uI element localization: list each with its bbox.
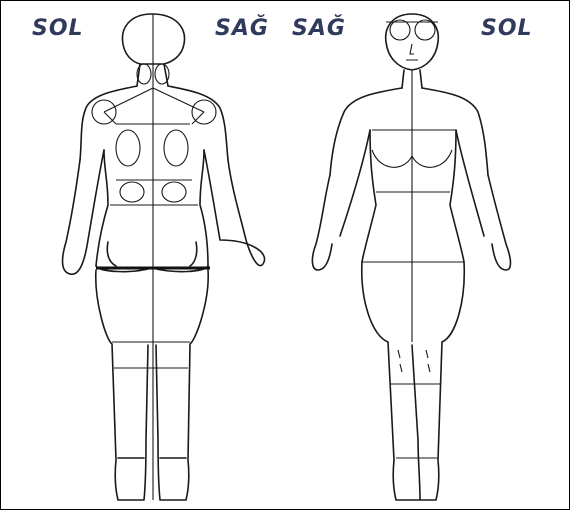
back-scapula-lines	[104, 88, 204, 124]
front-right-arm	[456, 130, 511, 270]
front-left-arm	[312, 130, 370, 270]
front-legs	[362, 262, 464, 500]
back-lower-circle-left	[120, 182, 144, 202]
back-legs	[96, 270, 208, 500]
front-figure	[312, 14, 510, 500]
front-head-circle-left	[390, 20, 410, 40]
back-torso-outline	[80, 86, 228, 266]
front-torso-outline	[330, 88, 488, 262]
front-head-circle-right	[415, 20, 435, 40]
back-figure	[63, 14, 265, 500]
front-face	[406, 44, 418, 60]
back-upper-circle-left	[116, 130, 140, 166]
back-right-arm	[204, 150, 265, 266]
back-upper-circle-right	[164, 130, 188, 166]
back-neck-circle-right	[155, 64, 169, 84]
back-lower-circle-right	[162, 182, 186, 202]
